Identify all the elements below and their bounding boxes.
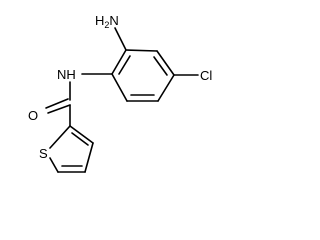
molecule-structure: H2N NH O Cl S: [28, 13, 212, 173]
double-bond-carbonyl-o: [45, 98, 69, 109]
chloro-label: Cl: [200, 68, 212, 83]
double-bond-c2t-c3t: [71, 132, 89, 146]
amide-nh-label: NH: [57, 67, 76, 82]
bond-s-c2t: [49, 125, 71, 149]
carbonyl-oxygen-label: O: [28, 108, 38, 123]
double-bond-c1-c2: [118, 55, 131, 75]
bond-carbonyl-o: [47, 104, 71, 114]
bond-c2-nh2: [114, 27, 127, 51]
bond-c2-c3: [125, 49, 158, 52]
bond-c3-c4: [156, 50, 175, 76]
bond-c1-c2: [111, 49, 127, 75]
bond-c2t-c3t: [69, 125, 94, 144]
thiophene-sulfur-label: S: [39, 146, 48, 161]
bond-c3t-c4t: [84, 142, 94, 173]
benzene-ring: [111, 49, 175, 102]
double-bond-c3-c4: [153, 56, 168, 76]
bond-c6-c1: [111, 73, 128, 102]
bond-c4-c5: [157, 74, 175, 102]
thiophene-ring: [49, 125, 94, 173]
amine-label: H2N: [95, 13, 119, 30]
bond-c5t-s: [49, 157, 59, 173]
